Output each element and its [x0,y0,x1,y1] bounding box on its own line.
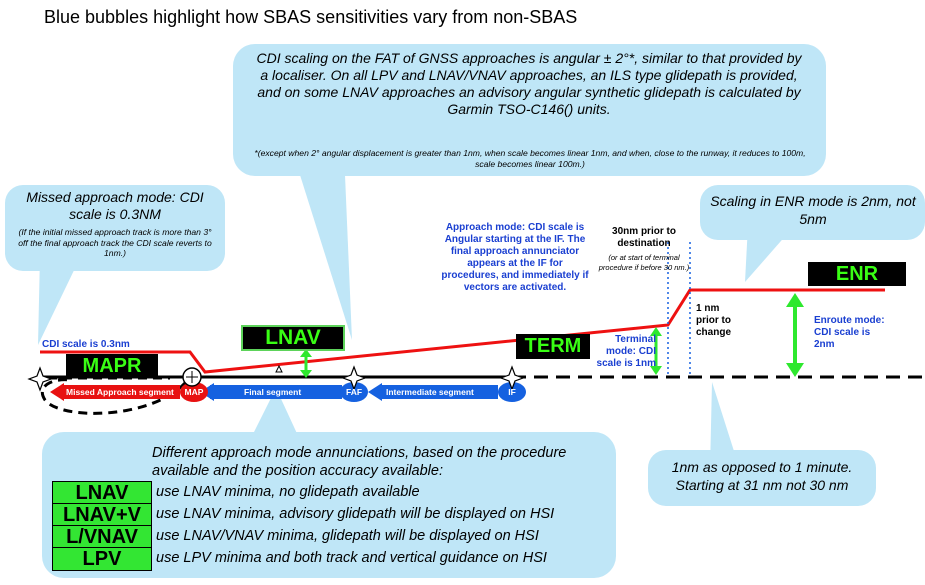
term-annunciator: TERM [516,334,590,359]
intermediate-segment-label: Intermediate segment [386,387,474,397]
map-waypoint [180,382,208,402]
intermediate-segment-arrowhead [368,383,382,401]
minute-bubble-text: 1nm as opposed to 1 minute. Starting at … [671,459,853,493]
legend-badge-lnav-v: LNAV+V [52,503,152,527]
map-label: MAP [184,387,204,397]
star-faf [341,365,367,391]
one-minute-bubble: 1nm as opposed to 1 minute. Starting at … [648,450,876,506]
term-scale-arrow-top [650,327,662,336]
missed-segment-bar [62,385,180,399]
top-bubble-tail [300,175,352,340]
prior-1nm-note: 1 nm prior to change [696,303,732,338]
faf-label: FAF [345,387,363,397]
top-bubble-footnote: *(except when 2° angular displacement is… [254,148,806,169]
legend-bubble-tail [250,388,300,440]
top-bubble-text: CDI scaling on the FAT of GNSS approache… [256,50,802,117]
cdi-03-label: CDI scale is 0.3nm [42,339,130,350]
legend-text-lvnav: use LNAV/VNAV minima, glidepath will be … [156,528,539,544]
lnav-scale-arrow-bottom [300,370,312,378]
stepdown-triangle [275,364,283,373]
intermediate-segment-bar [380,385,498,399]
legend-text-lpv: use LPV minima and both track and vertic… [156,550,547,566]
legend-text-lnav-v: use LNAV minima, advisory glidepath will… [156,506,555,522]
terminal-mode-note: Terminal mode: CDI scale is 1nm [596,334,656,369]
missed-bubble-title: Missed approach mode: CDI scale is 0.3NM [26,189,204,222]
minute-bubble-tail [710,382,740,470]
missed-segment-arrowhead [50,383,64,401]
if-label: IF [508,387,516,397]
legend-badge-lvnav: L/VNAV [52,525,152,549]
prior-30nm-title: 30nm prior to destination [612,226,676,249]
final-segment-bar [210,385,342,399]
final-segment-label: Final segment [244,387,302,397]
top-cdi-bubble: CDI scaling on the FAT of GNSS approache… [233,44,826,176]
enroute-mode-note: Enroute mode: CDI scale is 2nm [814,315,885,350]
page-title: Blue bubbles highlight how SBAS sensitiv… [44,7,578,27]
prior-30nm-note: (or at start of terminal procedure if be… [598,253,690,272]
enr-annunciator: ENR [808,262,906,286]
star-left [27,366,53,392]
missed-segment-label: Missed Approach segment [66,387,174,397]
enr-scale-arrow-bottom [786,363,804,377]
lnav-scale-arrow-top [300,349,312,357]
legend-badge-lnav: LNAV [52,481,152,505]
mapr-annunciator: MAPR [66,354,158,378]
enr-scale-arrow-top [786,293,804,307]
legend-badge-lpv: LPV [52,547,152,571]
legend-text-lnav: use LNAV minima, no glidepath available [156,484,420,500]
approach-mode-note: Approach mode: CDI scale is Angular star… [441,222,589,293]
star-if [499,365,525,391]
enr-scaling-bubble: Scaling in ENR mode is 2nm, not 5nm [700,185,925,240]
missed-approach-bubble: Missed approach mode: CDI scale is 0.3NM… [5,185,225,271]
missed-bubble-tail [38,255,78,345]
missed-approach-loop [41,378,187,415]
enr-bubble-text: Scaling in ENR mode is 2nm, not 5nm [710,193,916,227]
if-waypoint [498,382,526,402]
term-scale-arrow-bottom [650,366,662,375]
lnav-annunciator: LNAV [241,325,345,351]
legend-intro: Different approach mode annunciations, b… [152,445,567,479]
missed-bubble-note: (If the initial missed approach track is… [18,227,212,258]
cdi-scale-line [40,288,885,374]
faf-waypoint [340,382,368,402]
